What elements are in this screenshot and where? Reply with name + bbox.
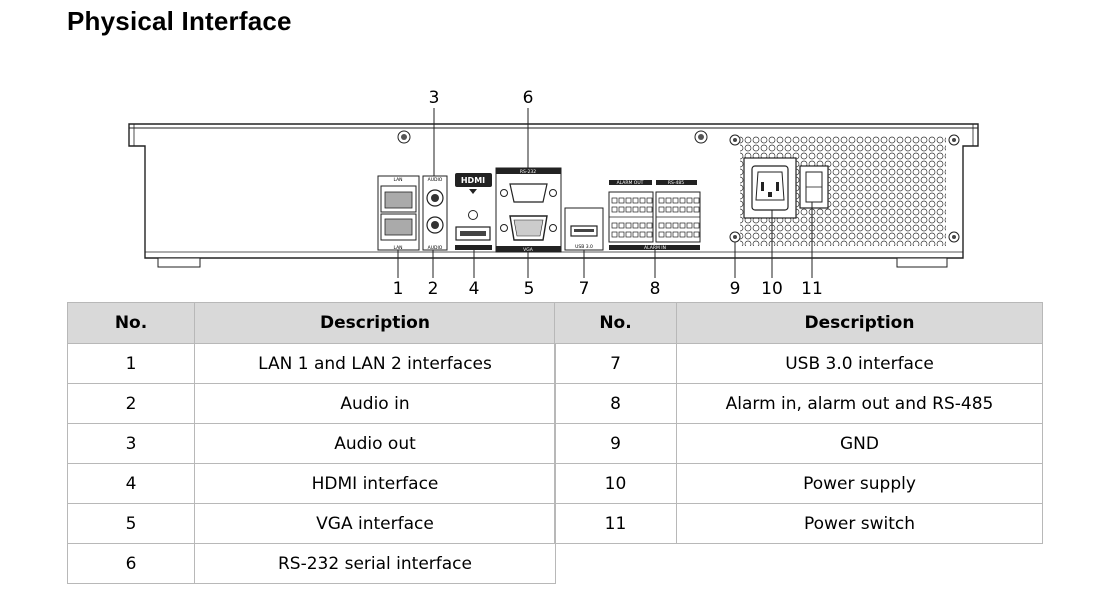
row-description: VGA interface bbox=[194, 503, 556, 544]
header-no: No. bbox=[67, 302, 195, 344]
svg-text:RS-485: RS-485 bbox=[668, 180, 684, 186]
gnd-screw bbox=[729, 134, 960, 243]
row-description: Audio in bbox=[194, 383, 556, 424]
header-description: Description bbox=[676, 302, 1043, 344]
table-row: 6 RS-232 serial interface bbox=[67, 543, 556, 584]
table-row: 11 Power switch bbox=[554, 503, 1043, 544]
interface-table-left: No. Description 1 LAN 1 and LAN 2 interf… bbox=[67, 302, 556, 584]
table-row: 9 GND bbox=[554, 423, 1043, 464]
svg-text:VGA: VGA bbox=[523, 247, 534, 253]
header-no: No. bbox=[554, 302, 677, 344]
callout-3: 3 bbox=[429, 88, 440, 108]
hdmi-port: HDMI bbox=[455, 173, 492, 250]
callout-1: 1 bbox=[393, 279, 404, 299]
rear-panel-diagram: LAN LAN AUDIO AUDIO HDMI RS-232 bbox=[128, 88, 979, 299]
table-row: 4 HDMI interface bbox=[67, 463, 556, 504]
callout-8: 8 bbox=[650, 279, 661, 299]
table-row: 2 Audio in bbox=[67, 383, 556, 424]
row-description: Alarm in, alarm out and RS-485 bbox=[676, 383, 1043, 424]
row-description: HDMI interface bbox=[194, 463, 556, 504]
callout-2: 2 bbox=[428, 279, 439, 299]
svg-text:LAN: LAN bbox=[393, 177, 402, 183]
power-switch bbox=[799, 165, 829, 209]
callout-4: 4 bbox=[469, 279, 480, 299]
callout-lines bbox=[397, 108, 813, 278]
svg-text:ALARM IN: ALARM IN bbox=[644, 245, 666, 251]
svg-text:ALARM OUT: ALARM OUT bbox=[617, 180, 644, 186]
row-description: USB 3.0 interface bbox=[676, 343, 1043, 384]
header-description: Description bbox=[194, 302, 556, 344]
lan-ports: LAN LAN bbox=[377, 175, 420, 251]
table-row: 1 LAN 1 and LAN 2 interfaces bbox=[67, 343, 556, 384]
row-no: 6 bbox=[67, 543, 195, 584]
rs232-vga-ports: RS-232 VGA bbox=[495, 167, 562, 253]
row-no: 1 bbox=[67, 343, 195, 384]
callout-11: 11 bbox=[801, 279, 823, 299]
row-no: 4 bbox=[67, 463, 195, 504]
row-no: 11 bbox=[554, 503, 677, 544]
callout-9: 9 bbox=[730, 279, 741, 299]
table-row: 3 Audio out bbox=[67, 423, 556, 464]
audio-ports: AUDIO AUDIO bbox=[422, 175, 448, 251]
callout-10: 10 bbox=[761, 279, 783, 299]
svg-text:RS-232: RS-232 bbox=[520, 169, 536, 175]
table-row: 5 VGA interface bbox=[67, 503, 556, 544]
table-row: 8 Alarm in, alarm out and RS-485 bbox=[554, 383, 1043, 424]
alarm-terminals: ALARM OUT RS-485 ALARM IN bbox=[608, 180, 701, 251]
row-description: GND bbox=[676, 423, 1043, 464]
callout-5: 5 bbox=[524, 279, 535, 299]
page-title: Physical Interface bbox=[67, 6, 292, 36]
row-no: 8 bbox=[554, 383, 677, 424]
svg-text:USB 3.0: USB 3.0 bbox=[575, 244, 593, 250]
table-header-row: No. Description bbox=[67, 302, 556, 344]
row-no: 2 bbox=[67, 383, 195, 424]
row-no: 10 bbox=[554, 463, 677, 504]
row-no: 9 bbox=[554, 423, 677, 464]
table-row: 7 USB 3.0 interface bbox=[554, 343, 1043, 384]
row-description: Audio out bbox=[194, 423, 556, 464]
svg-text:AUDIO: AUDIO bbox=[428, 245, 443, 251]
row-no: 5 bbox=[67, 503, 195, 544]
row-description: Power switch bbox=[676, 503, 1043, 544]
table-row: 10 Power supply bbox=[554, 463, 1043, 504]
row-no: 7 bbox=[554, 343, 677, 384]
power-inlet bbox=[743, 157, 797, 219]
svg-text:HDMI: HDMI bbox=[461, 176, 485, 185]
interface-table-right: No. Description 7 USB 3.0 interface 8 Al… bbox=[554, 302, 1043, 544]
svg-text:AUDIO: AUDIO bbox=[428, 177, 443, 183]
callout-7: 7 bbox=[579, 279, 590, 299]
table-header-row: No. Description bbox=[554, 302, 1043, 344]
row-description: LAN 1 and LAN 2 interfaces bbox=[194, 343, 556, 384]
usb-port: USB 3.0 bbox=[564, 207, 604, 251]
row-description: Power supply bbox=[676, 463, 1043, 504]
row-no: 3 bbox=[67, 423, 195, 464]
callout-6: 6 bbox=[523, 88, 534, 108]
row-description: RS-232 serial interface bbox=[194, 543, 556, 584]
svg-text:LAN: LAN bbox=[393, 245, 402, 251]
